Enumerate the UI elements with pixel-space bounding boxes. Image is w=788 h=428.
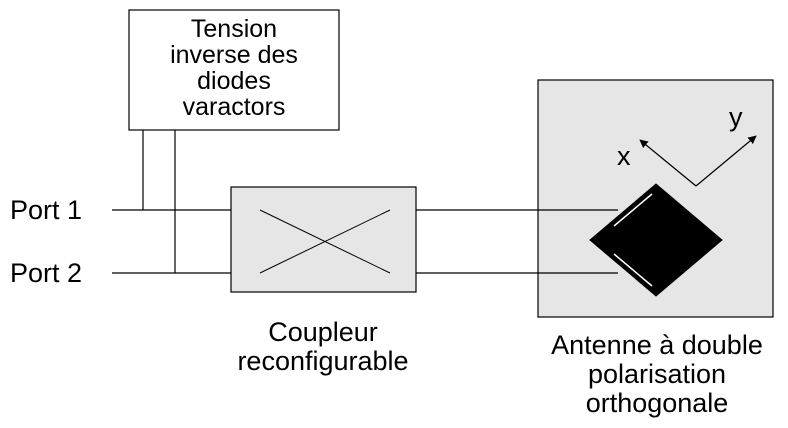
voltage-box-line-1: Tension — [190, 15, 278, 43]
voltage-box-label: Tension inverse des diodes varactors — [129, 16, 339, 120]
coupler-box — [230, 186, 417, 293]
patch-highlight-upper — [613, 193, 653, 227]
coupler-caption: Coupleur reconfigurable — [223, 318, 423, 376]
voltage-box-line-4: varactors — [182, 93, 286, 121]
voltage-box — [128, 9, 340, 131]
voltage-box-line-3: diodes — [197, 67, 271, 95]
x-axis-arrow — [639, 139, 697, 187]
antenna-caption: Antenne à double polarisation orthogonal… — [528, 331, 786, 418]
antenna-caption-line-1: Antenne à double — [551, 330, 763, 360]
coupler-caption-line-2: reconfigurable — [237, 346, 409, 376]
y-axis-arrow — [695, 135, 757, 187]
coupler-caption-line-1: Coupleur — [268, 317, 378, 347]
port2-label: Port 2 — [10, 258, 83, 288]
antenna-patch — [589, 183, 723, 297]
voltage-box-line-2: inverse des — [170, 41, 298, 69]
antenna-caption-line-3: orthogonale — [585, 388, 729, 418]
patch-highlight-lower — [613, 253, 653, 287]
y-axis-label: y — [729, 102, 743, 132]
antenna-caption-line-2: polarisation — [587, 359, 727, 389]
x-axis-label: x — [617, 141, 631, 171]
port1-label: Port 1 — [10, 195, 83, 225]
coupler-cross-b — [259, 209, 391, 274]
